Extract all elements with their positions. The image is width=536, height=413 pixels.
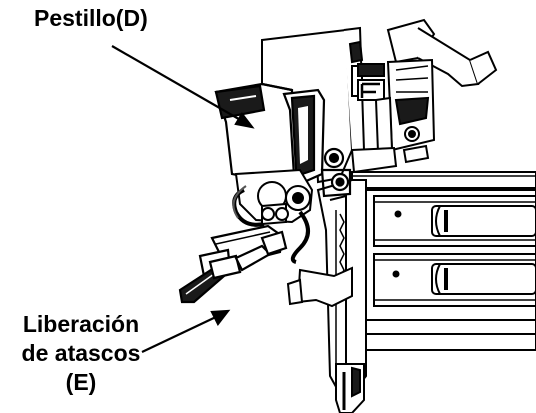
leader-arrows <box>111 45 255 353</box>
magazine <box>351 171 536 351</box>
latch-part <box>214 82 352 198</box>
jam-release-label: Liberación de atascos (E) <box>6 310 156 397</box>
jam-release-label-line1: Liberación <box>22 311 140 337</box>
nose-assembly <box>286 179 367 413</box>
latch-label: Pestillo(D) <box>34 5 148 31</box>
jam-release-label-line2: de atascos <box>21 340 141 366</box>
jam-release-lever <box>178 224 288 304</box>
nail-strip <box>431 205 536 295</box>
jam-release-label-line3: (E) <box>65 369 97 395</box>
hinge-spring <box>232 168 314 264</box>
